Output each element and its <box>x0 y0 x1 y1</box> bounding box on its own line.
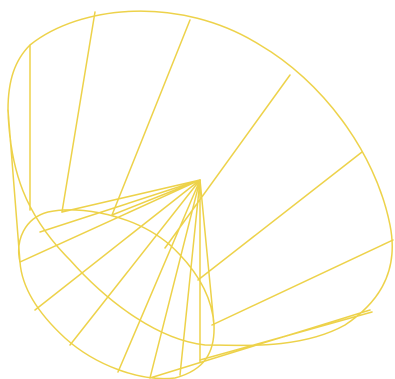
chord-5 <box>212 240 393 325</box>
radial-lines <box>20 180 214 378</box>
radial-line <box>20 180 200 262</box>
radial-line <box>70 180 200 345</box>
radial-line <box>40 180 200 232</box>
radial-line <box>200 180 214 325</box>
frame-left-slant <box>8 110 20 262</box>
chord-1 <box>62 12 95 212</box>
chord-4 <box>198 152 362 280</box>
